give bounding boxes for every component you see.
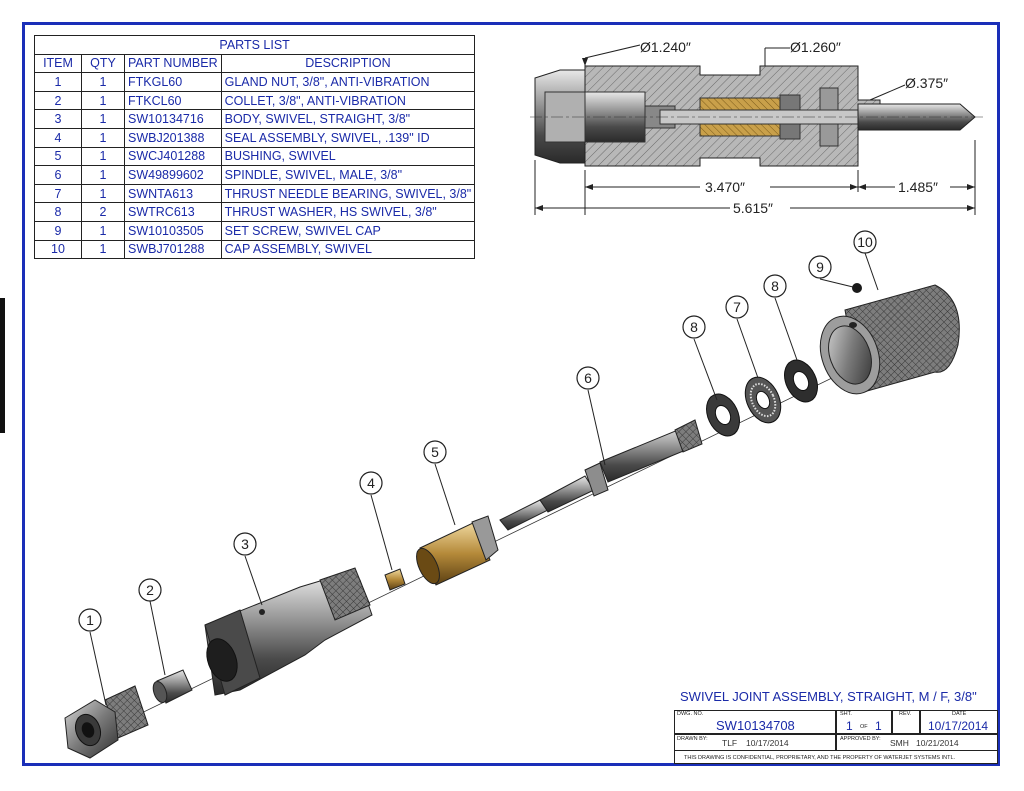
dim-d2: Ø1.260″ (790, 39, 841, 55)
date: 10/17/2014 (928, 719, 989, 733)
balloon-4: 4 (359, 471, 383, 495)
dim-d3: Ø.375″ (905, 75, 948, 91)
exploded-view (64, 252, 960, 759)
balloon-8: 8 (763, 274, 787, 298)
balloon-circle (853, 230, 877, 254)
dwg-no-label: DWG. NO. (677, 711, 704, 717)
date-label: DATE (952, 711, 967, 717)
description-cell: CAP ASSEMBLY, SWIVEL (220, 239, 476, 260)
part-6-spindle (499, 419, 703, 531)
balloon-label: 5 (431, 444, 439, 460)
item-cell: 10 (34, 239, 82, 260)
balloon-label: 2 (146, 582, 154, 598)
parts-list-header-row: ITEM QTY PART NUMBER DESCRIPTION (34, 53, 476, 74)
balloon-5: 5 (423, 440, 447, 464)
drawn-by: TLF (722, 738, 738, 748)
balloon-9: 9 (808, 255, 832, 279)
balloon-circle (763, 274, 787, 298)
dwg-no: SW10134708 (716, 718, 795, 733)
part-number-cell: SWBJ701288 (124, 239, 222, 260)
part-8-washer-left (706, 393, 740, 437)
part-8-washer-right (784, 359, 818, 403)
description-cell: GLAND NUT, 3/8", ANTI-VIBRATION (220, 72, 476, 92)
balloon-2: 2 (138, 578, 162, 602)
sheet-total: 1 (875, 719, 882, 733)
balloon-circle (233, 532, 257, 556)
dim-total: 5.615″ (733, 200, 773, 216)
part-number-cell: FTKGL60 (124, 72, 222, 92)
balloon-7: 7 (725, 295, 749, 319)
balloon-label: 3 (241, 536, 249, 552)
balloon-label: 10 (857, 234, 873, 250)
description-cell: SPINDLE, SWIVEL, MALE, 3/8" (220, 165, 476, 185)
approved-date: 10/21/2014 (916, 738, 959, 748)
balloon-1: 1 (78, 608, 102, 632)
dim-len1: 3.470″ (705, 179, 745, 195)
balloon-label: 8 (771, 278, 779, 294)
approved-by: SMH (890, 738, 909, 748)
balloon-3: 3 (233, 532, 257, 556)
part-number-cell: FTKCL60 (124, 90, 222, 111)
balloon-circle (682, 315, 706, 339)
description-cell: THRUST NEEDLE BEARING, SWIVEL, 3/8" (220, 183, 476, 204)
balloon-10: 10 (853, 230, 877, 254)
rev-label: REV. (899, 711, 912, 717)
confidential-notice: THIS DRAWING IS CONFIDENTIAL, PROPRIETAR… (684, 755, 956, 761)
part-9-set-screw (852, 283, 862, 293)
balloon-label: 8 (690, 319, 698, 335)
part-7-bearing (744, 376, 782, 424)
title-block: SWIVEL JOINT ASSEMBLY, STRAIGHT, M / F, … (674, 687, 1000, 767)
part-10-cap (819, 284, 960, 395)
balloon-circle (576, 366, 600, 390)
qty-cell: 1 (81, 239, 125, 260)
sht-label: SHT. (840, 711, 852, 717)
part-1-gland-nut (64, 685, 149, 759)
balloon-8: 8 (682, 315, 706, 339)
approved-by-label: APPROVED BY: (840, 736, 881, 742)
balloon-label: 1 (86, 612, 94, 628)
balloon-label: 4 (367, 475, 375, 491)
balloon-circle (423, 440, 447, 464)
drawn-date: 10/17/2014 (746, 738, 789, 748)
section-view: Ø1.240″ Ø1.260″ Ø.375″ 3.470″ 1.485″ 5.6… (530, 39, 985, 216)
edge-tab (0, 298, 5, 433)
header-part-number: PART NUMBER (124, 53, 222, 74)
part-3-body (204, 567, 373, 696)
balloon-circle (725, 295, 749, 319)
part-5-bushing (416, 515, 499, 586)
parts-list-table: PARTS LIST ITEM QTY PART NUMBER DESCRIPT… (33, 35, 476, 260)
part-2-collet (152, 669, 193, 704)
part-number-cell: SW49899602 (124, 165, 222, 185)
balloon-label: 9 (816, 259, 824, 275)
part-number-cell: SWTRC613 (124, 202, 222, 222)
balloon-circle (359, 471, 383, 495)
balloon-circle (78, 608, 102, 632)
balloon-label: 6 (584, 370, 592, 386)
balloon-label: 7 (733, 299, 741, 315)
part-4-seal (384, 568, 406, 591)
of-label: OF (860, 724, 868, 730)
balloon-layer: 1 2 3 4 5 6 8 7 8 9 10 (78, 230, 877, 632)
drawn-by-label: DRAWN BY: (677, 736, 708, 742)
drawing-title: SWIVEL JOINT ASSEMBLY, STRAIGHT, M / F, … (680, 689, 977, 704)
balloon-leaders (89, 252, 879, 706)
dim-len2: 1.485″ (898, 179, 938, 195)
balloon-6: 6 (576, 366, 600, 390)
dim-d1: Ø1.240″ (640, 39, 691, 55)
part-number-cell: SWCJ401288 (124, 146, 222, 167)
part-number-cell: SW10134716 (124, 109, 222, 129)
balloon-circle (808, 255, 832, 279)
sheet-number: 1 (846, 719, 853, 733)
balloon-circle (138, 578, 162, 602)
